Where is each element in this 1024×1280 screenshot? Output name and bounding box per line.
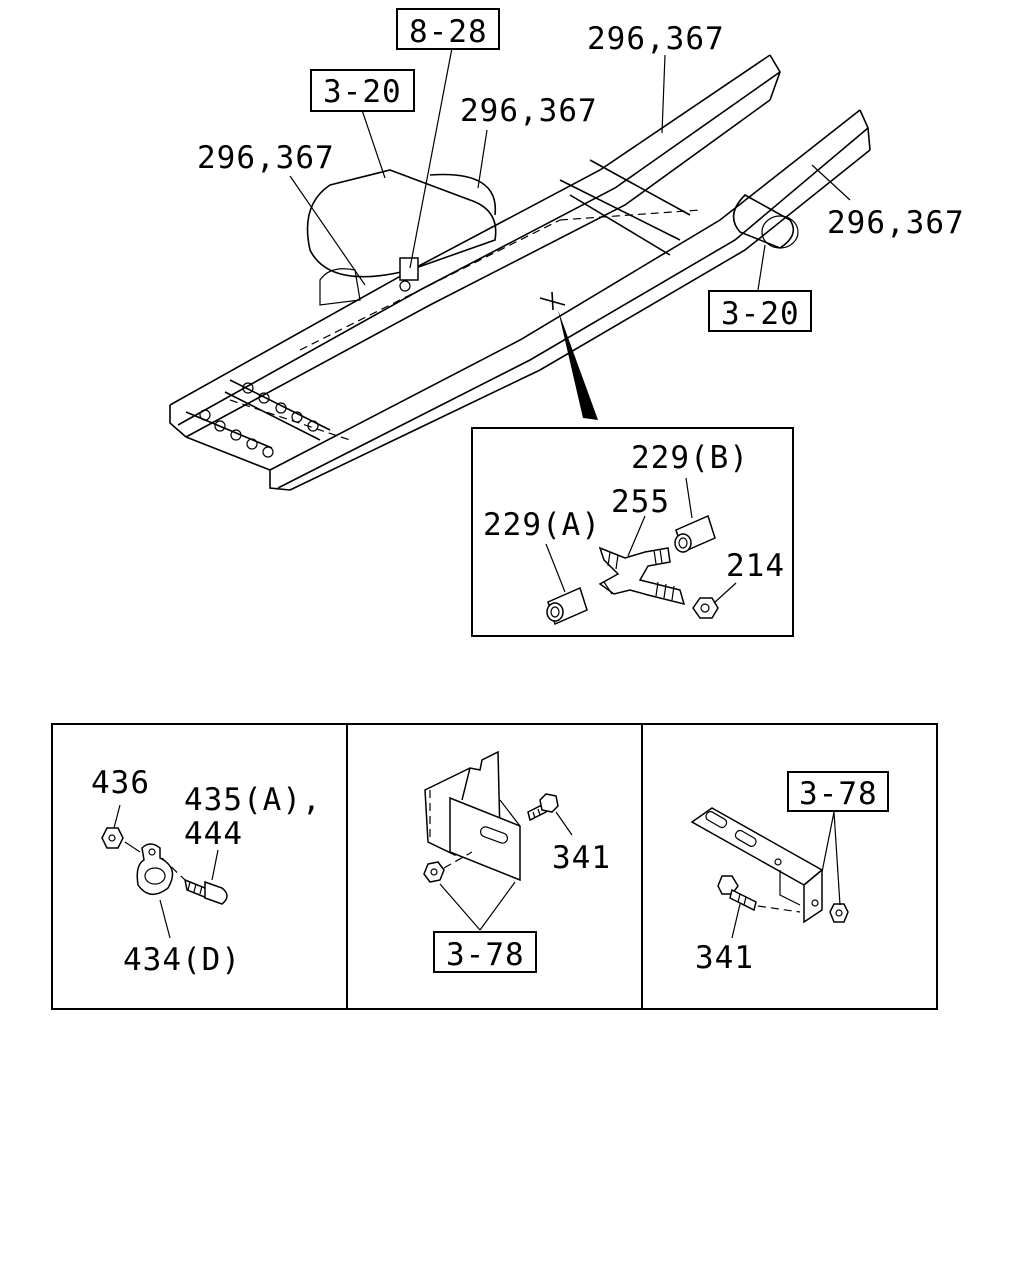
spacer-229b — [674, 514, 716, 554]
main-leaders — [289, 47, 851, 291]
callout-296-367-right: 296,367 — [827, 205, 965, 241]
panel-clip-drawing — [101, 804, 228, 939]
callout-434d: 434(D) — [123, 942, 241, 978]
ref-3-20-left-label: 3-20 — [323, 74, 402, 110]
callout-296-367-top: 296,367 — [587, 21, 725, 57]
spacer-229a — [546, 586, 588, 626]
nut-214 — [692, 597, 719, 619]
detail-cross-fitting — [471, 427, 794, 637]
panel-bracket-right-drawing — [690, 807, 849, 939]
callout-229b: 229(B) — [631, 440, 749, 476]
ref-8-28-label: 8-28 — [409, 14, 488, 50]
bottom-panels-frame — [51, 723, 938, 1010]
callout-341-mid: 341 — [552, 840, 611, 876]
callout-255: 255 — [611, 484, 670, 520]
cross-fitting — [598, 546, 686, 606]
ref-box-3-78-mid — [433, 931, 537, 973]
callout-444: 444 — [184, 816, 243, 852]
ref-box-8-28 — [396, 8, 500, 50]
callout-229a: 229(A) — [483, 507, 601, 543]
callout-435a: 435(A), — [184, 782, 322, 818]
callout-296-367-mid: 296,367 — [460, 93, 598, 129]
panel-bracket-mid-drawing — [423, 750, 573, 931]
callout-341-right: 341 — [695, 940, 754, 976]
ref-3-78-mid-label: 3-78 — [446, 937, 525, 973]
ref-box-3-20-right — [708, 290, 812, 332]
ref-box-3-78-right — [787, 771, 889, 812]
callout-214: 214 — [726, 548, 785, 584]
ref-3-78-right-label: 3-78 — [799, 776, 878, 812]
callout-296-367-left: 296,367 — [197, 140, 335, 176]
detail-frame — [471, 427, 794, 637]
callout-436: 436 — [91, 765, 150, 801]
ref-3-20-right-label: 3-20 — [721, 296, 800, 332]
ref-box-3-20-left — [310, 69, 415, 112]
chassis-frame-drawing — [169, 54, 871, 491]
